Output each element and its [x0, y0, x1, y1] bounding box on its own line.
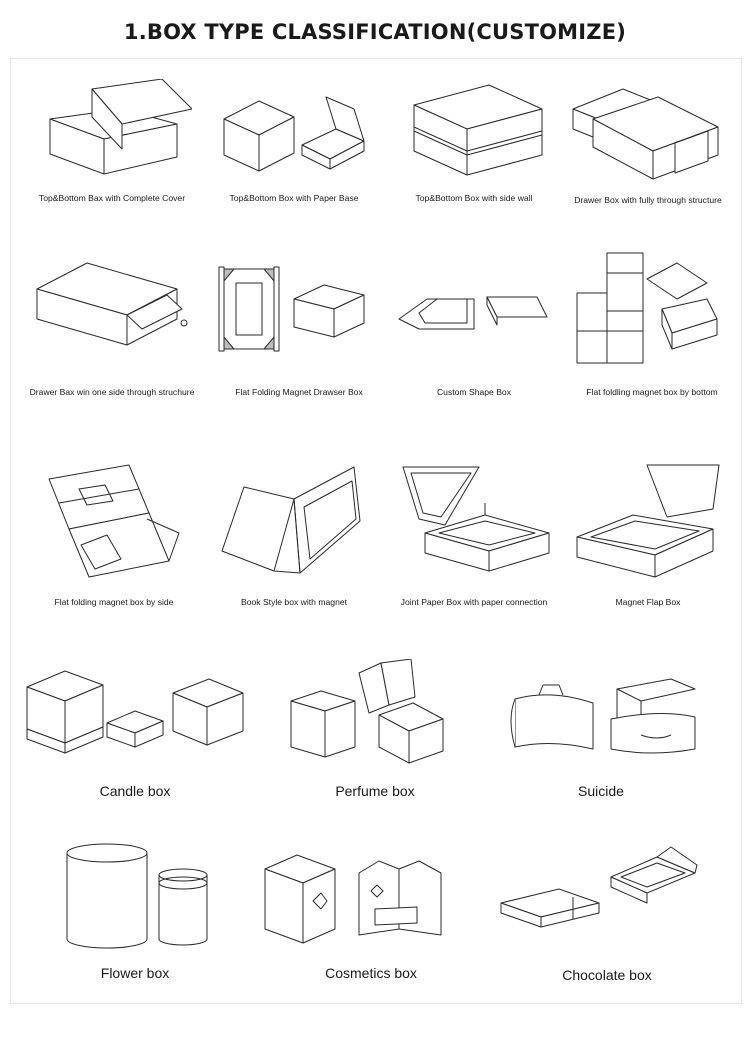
cosmetics-box-icon	[264, 854, 442, 944]
joint-paper-icon	[402, 466, 550, 572]
box-item: Candle box	[15, 659, 255, 809]
perfume-box-icon	[290, 658, 444, 764]
box-item: Chocolate box	[487, 839, 727, 999]
chocolate-box-icon	[500, 846, 698, 928]
candle-box-icon	[26, 670, 244, 754]
box-item: Magnet Flap Box	[555, 459, 741, 619]
box-item: Drawer Box with fully through structure	[555, 79, 741, 209]
custom-shape-icon	[398, 296, 548, 330]
box-item: Cosmetics box	[251, 839, 491, 999]
box-item: Suicide	[481, 659, 721, 809]
flat-folding-drawer-icon	[218, 266, 365, 352]
book-style-icon	[221, 466, 361, 574]
page-title: 1.BOX TYPE CLASSIFICATION(CUSTOMIZE)	[123, 20, 627, 44]
item-caption: Flat foldling magnet box by bottom	[586, 387, 718, 397]
box-item: Top&Bottom Box with Paper Base	[201, 79, 387, 209]
item-caption: Flat folding magnet box by side	[54, 597, 174, 607]
top-bottom-paper-base-icon	[223, 96, 365, 172]
box-item: Flat Folding Magnet Drawser Box	[206, 259, 392, 409]
item-caption: Custom Shape Box	[436, 387, 512, 397]
classification-panel: Top&Bottom Bax with Complete Cover Top&B…	[10, 58, 742, 1004]
box-item: Perfume box	[255, 658, 495, 809]
item-caption: Flower box	[100, 965, 170, 981]
item-caption: Joint Paper Box with paper connection	[400, 597, 548, 607]
drawer-one-side-icon	[36, 262, 188, 346]
item-caption: Candle box	[99, 783, 171, 799]
box-item: Flower box	[15, 839, 255, 999]
box-item: Flat folding magnet box by side	[21, 449, 207, 619]
item-caption: Drawer Bax win one side through struchur…	[29, 387, 195, 397]
top-bottom-complete-cover-icon	[49, 79, 192, 175]
item-caption: Top&Bottom Box with Paper Base	[229, 193, 359, 203]
item-caption: Top&Bottom Bax with Complete Cover	[38, 193, 186, 203]
box-item: Top&Bottom Box with side wall	[381, 79, 567, 209]
top-bottom-side-wall-icon	[413, 84, 543, 176]
drawer-through-icon	[572, 88, 719, 180]
item-caption: Suicide	[578, 783, 624, 799]
item-caption: Perfume box	[335, 783, 415, 799]
flower-box-icon	[66, 843, 208, 949]
flat-folding-side-icon	[48, 464, 180, 578]
box-item: Top&Bottom Bax with Complete Cover	[19, 79, 205, 209]
box-item: Book Style box with magnet	[201, 459, 387, 619]
item-caption: Book Style box with magnet	[240, 597, 348, 607]
item-caption: Magnet Flap Box	[615, 597, 681, 607]
flat-folding-bottom-icon	[576, 252, 718, 364]
magnet-flap-icon	[576, 464, 720, 578]
suitcase-box-icon	[510, 678, 696, 754]
box-item: Custom Shape Box	[381, 269, 567, 409]
item-caption: Top&Bottom Box with side wall	[415, 193, 533, 203]
item-caption: Flat Folding Magnet Drawser Box	[235, 387, 363, 397]
box-item: Joint Paper Box with paper connection	[381, 459, 567, 619]
item-caption: Cosmetics box	[325, 965, 417, 981]
box-item: Drawer Bax win one side through struchur…	[19, 249, 205, 409]
item-caption: Drawer Box with fully through structure	[574, 195, 722, 205]
box-item: Flat foldling magnet box by bottom	[559, 249, 745, 409]
item-caption: Chocolate box	[562, 967, 652, 983]
